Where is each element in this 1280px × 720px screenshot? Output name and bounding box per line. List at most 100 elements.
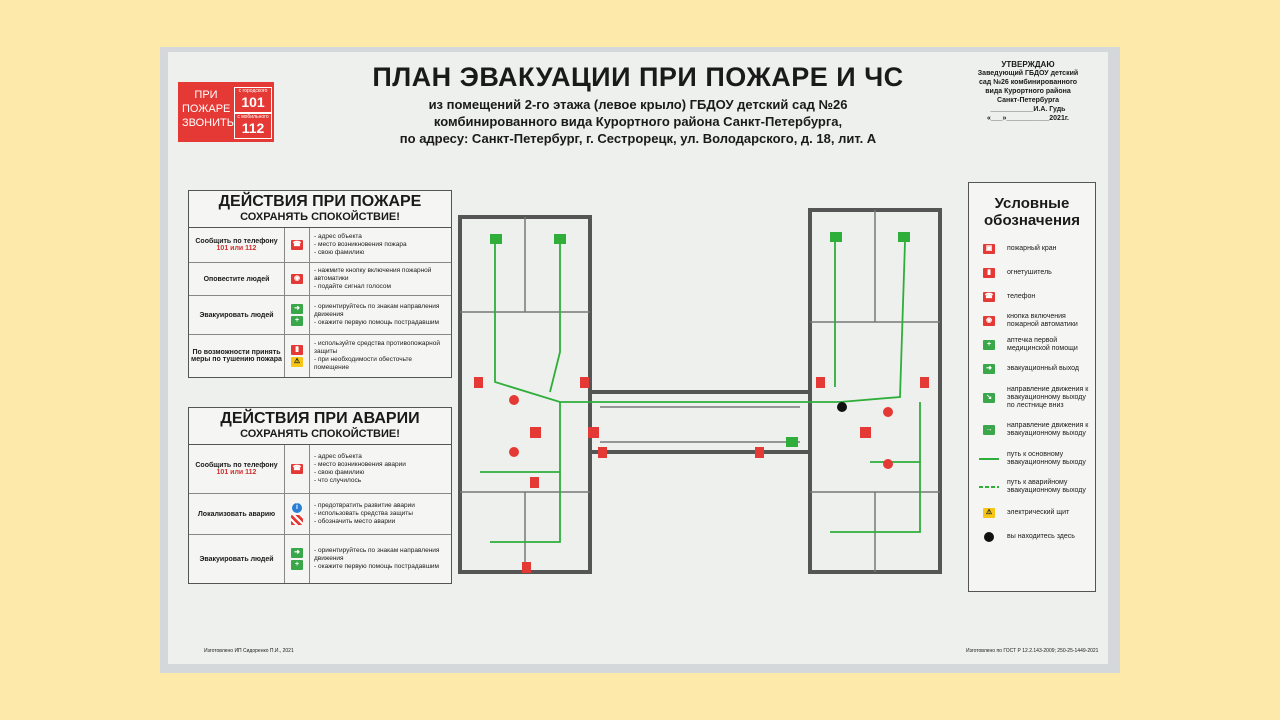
- approval-line: сад №26 комбинированного: [978, 79, 1078, 86]
- legend-item: ◉ кнопка включения пожарной автоматики: [969, 309, 1095, 333]
- approval-line: ___________И.А. Гудь: [990, 106, 1066, 113]
- row-item: - место возникновения пожара: [314, 241, 407, 248]
- you-are-here-icon: [984, 532, 994, 542]
- row-item: - предотвратить развитие аварии: [314, 502, 415, 509]
- stairs-down-icon: ↘: [983, 393, 995, 403]
- fire-row-alert: Оповестите людей ◉ - нажмите кнопку вклю…: [189, 263, 451, 296]
- row-label-phone: 101 или 112: [216, 245, 257, 252]
- row-label: Оповестите людей: [189, 263, 285, 295]
- subtitle-line: комбинированного вида Курортного района …: [433, 114, 843, 129]
- exit-icon: [898, 232, 910, 242]
- fire-row-extinguish: По возможности принять меры по тушению п…: [189, 335, 451, 377]
- row-item: - адрес объекта: [314, 453, 362, 460]
- row-items: - ориентируйтесь по знакам направления д…: [310, 535, 451, 583]
- legend-item: ☎телефон: [969, 285, 1095, 309]
- plan-subtitle: из помещений 2-го этажа (левое крыло) ГБ…: [318, 96, 958, 147]
- exit-icon: ➜: [291, 548, 303, 558]
- landline-label: с городского: [238, 88, 268, 94]
- alarm-button-icon: [883, 459, 893, 469]
- row-items: - адрес объекта - место возникновения по…: [310, 228, 451, 262]
- legend-label: кнопка включения пожарной автоматики: [1007, 313, 1078, 328]
- extinguisher-icon: [816, 377, 825, 388]
- fire-hydrant-icon: [860, 427, 871, 438]
- electric-hazard-icon: ⚠: [291, 357, 303, 367]
- exit-icon: [830, 232, 842, 242]
- legend-label: направление движения к эвакуационному вы…: [1007, 422, 1089, 437]
- alarm-button-icon: [509, 395, 519, 405]
- legend-label: путь к аварийному эвакуационному выходу: [1007, 479, 1086, 494]
- first-aid-icon: +: [291, 560, 303, 570]
- legend-item: путь к основному эвакуационному выходу: [969, 445, 1095, 473]
- row-item: - подайте сигнал голосом: [314, 283, 391, 290]
- row-item: - адрес объекта: [314, 233, 362, 240]
- emergency-call-box: ПРИ ПОЖАРЕ ЗВОНИТЬ с городского 101 с мо…: [178, 82, 274, 142]
- row-label: Локализовать аварию: [189, 494, 285, 534]
- phone-icon: [588, 427, 599, 438]
- row-item: - при необходимости обесточьте помещение: [314, 356, 412, 371]
- legend-item: →направление движения к эвакуационному в…: [969, 415, 1095, 445]
- row-item: - окажите первую помощь пострадавшим: [314, 563, 440, 570]
- first-aid-icon: +: [291, 316, 303, 326]
- row-item: - свою фамилию: [314, 249, 365, 256]
- legend-label: телефон: [1007, 293, 1036, 300]
- row-items: - используйте средства противопожарной з…: [310, 335, 451, 377]
- row-label: Эвакуировать людей: [189, 296, 285, 334]
- subtitle-line: из помещений 2-го этажа (левое крыло) ГБ…: [428, 97, 848, 112]
- legend-item: ▣пожарный кран: [969, 237, 1095, 261]
- alarm-button-icon: ◉: [983, 316, 995, 326]
- row-icons: ➜+: [285, 296, 310, 334]
- extinguisher-icon: [580, 377, 589, 388]
- row-item: - место возникновения аварии: [314, 461, 406, 468]
- legend-label: эвакуационный выход: [1007, 365, 1079, 372]
- extinguisher-icon: [920, 377, 929, 388]
- hazard-stripe-icon: [291, 515, 303, 525]
- accident-panel-subheading: СОХРАНЯТЬ СПОКОЙСТВИЕ!: [189, 428, 451, 445]
- row-label-text: Локализовать аварию: [197, 510, 276, 518]
- fire-row-evacuate: Эвакуировать людей ➜+ - ориентируйтесь п…: [189, 296, 451, 335]
- evacuation-plan-frame: ПРИ ПОЖАРЕ ЗВОНИТЬ с городского 101 с мо…: [160, 47, 1120, 673]
- row-item: - ориентируйтесь по знакам направления д…: [314, 303, 440, 318]
- row-label-text: По возможности принять меры по тушению п…: [191, 349, 282, 363]
- row-label-text: Эвакуировать людей: [199, 311, 274, 319]
- approval-line: Заведующий ГБДОУ детский: [977, 70, 1079, 77]
- approval-line: вида Курортного района: [985, 88, 1071, 95]
- floor-plan: [458, 208, 942, 574]
- extinguisher-icon: [474, 377, 483, 388]
- row-icons: ◉: [285, 263, 310, 295]
- call-text-line: ЗВОНИТЬ: [182, 117, 234, 129]
- row-item: - свою фамилию: [314, 469, 365, 476]
- row-label-text: Сообщить по телефону: [195, 238, 278, 245]
- accident-row-localize: Локализовать аварию i - предотвратить ра…: [189, 494, 451, 535]
- building-walls: [458, 208, 942, 574]
- landline-number: с городского 101: [234, 87, 272, 113]
- landline-value: 101: [241, 94, 265, 110]
- approval-line: «___»___________2021г.: [986, 115, 1070, 122]
- row-label-text: Сообщить по телефону: [195, 462, 278, 469]
- legend-item: +аптечка первой медицинской помощи: [969, 333, 1095, 357]
- floor-plan-signs: [474, 232, 929, 573]
- row-item: - что случилось: [314, 477, 362, 484]
- row-item: - используйте средства противопожарной з…: [314, 340, 440, 355]
- phone-icon: ☎: [291, 240, 303, 250]
- interior-walls: [460, 210, 940, 572]
- extinguisher-icon: [598, 447, 607, 458]
- row-items: - предотвратить развитие аварии - исполь…: [310, 494, 451, 534]
- legend-heading-line: обозначения: [984, 212, 1080, 229]
- call-box-text: ПРИ ПОЖАРЕ ЗВОНИТЬ: [182, 88, 234, 130]
- first-aid-icon: +: [983, 340, 995, 350]
- exit-icon: [490, 234, 502, 244]
- extinguisher-icon: ▮: [291, 345, 303, 355]
- fire-panel-subheading: СОХРАНЯТЬ СПОКОЙСТВИЕ!: [189, 211, 451, 228]
- legend-panel: Условные обозначения ▣пожарный кран ▮огн…: [968, 182, 1096, 592]
- row-items: - ориентируйтесь по знакам направления д…: [310, 296, 451, 334]
- extinguisher-icon: [530, 477, 539, 488]
- phone-icon: ☎: [291, 464, 303, 474]
- fire-hydrant-icon: ▣: [983, 244, 995, 254]
- legend-label: путь к основному эвакуационному выходу: [1007, 451, 1086, 466]
- row-icons: ☎: [285, 445, 310, 493]
- legend-item: ⚠электрический щит: [969, 501, 1095, 525]
- fire-actions-panel: ДЕЙСТВИЯ ПРИ ПОЖАРЕ СОХРАНЯТЬ СПОКОЙСТВИ…: [188, 190, 452, 378]
- mobile-number: с мобильного 112: [234, 113, 272, 139]
- evacuation-plan-board: ПРИ ПОЖАРЕ ЗВОНИТЬ с городского 101 с мо…: [168, 52, 1108, 664]
- row-label-phone: 101 или 112: [216, 469, 257, 476]
